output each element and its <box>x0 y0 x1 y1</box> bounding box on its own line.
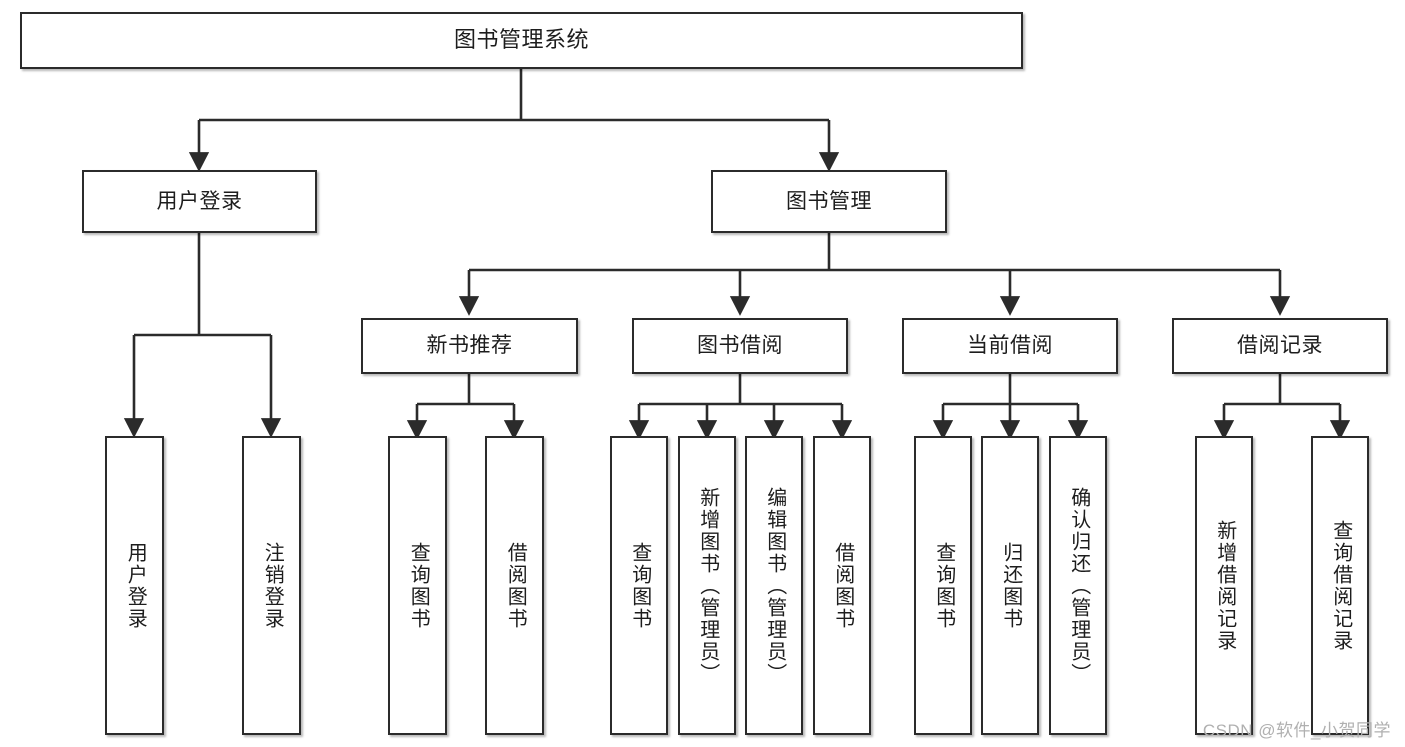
node-book-borrow[interactable]: 图书借阅 <box>632 318 848 374</box>
node-user-login[interactable]: 用户登录 <box>82 170 317 233</box>
leaf-user-login-signin[interactable]: 用户登录 <box>105 436 164 735</box>
leaf-current-borrow-confirm-return[interactable]: 确认归还（管理员） <box>1049 436 1107 735</box>
leaf-book-borrow-add-label: 新增图书（管理员） <box>696 486 719 685</box>
node-new-book-recommend[interactable]: 新书推荐 <box>361 318 578 374</box>
leaf-new-book-borrow-label: 借阅图书 <box>504 541 527 630</box>
leaf-current-borrow-return[interactable]: 归还图书 <box>981 436 1039 735</box>
node-user-login-label: 用户登录 <box>156 189 243 213</box>
node-borrow-record[interactable]: 借阅记录 <box>1172 318 1388 374</box>
leaf-new-book-query[interactable]: 查询图书 <box>388 436 447 735</box>
leaf-current-borrow-query-label: 查询图书 <box>932 541 955 630</box>
leaf-book-borrow-edit[interactable]: 编辑图书（管理员） <box>745 436 803 735</box>
leaf-current-borrow-return-label: 归还图书 <box>999 541 1022 630</box>
node-root-system-label: 图书管理系统 <box>453 27 589 53</box>
leaf-user-login-signout-label: 注销登录 <box>261 541 284 630</box>
leaf-user-login-signout[interactable]: 注销登录 <box>242 436 301 735</box>
leaf-book-borrow-query[interactable]: 查询图书 <box>610 436 668 735</box>
node-current-borrow-label: 当前借阅 <box>967 334 1053 358</box>
leaf-book-borrow-query-label: 查询图书 <box>628 541 651 630</box>
leaf-book-borrow-add[interactable]: 新增图书（管理员） <box>678 436 736 735</box>
leaf-borrow-record-add-label: 新增借阅记录 <box>1213 519 1236 652</box>
node-root-system[interactable]: 图书管理系统 <box>20 12 1023 69</box>
leaf-book-borrow-lend[interactable]: 借阅图书 <box>813 436 871 735</box>
node-book-management-label: 图书管理 <box>786 189 872 213</box>
node-book-borrow-label: 图书借阅 <box>697 334 783 358</box>
leaf-new-book-borrow[interactable]: 借阅图书 <box>485 436 544 735</box>
leaf-current-borrow-confirm-return-label: 确认归还（管理员） <box>1067 486 1090 685</box>
leaf-book-borrow-edit-label: 编辑图书（管理员） <box>763 486 786 685</box>
leaf-borrow-record-query-label: 查询借阅记录 <box>1329 519 1352 652</box>
leaf-new-book-query-label: 查询图书 <box>407 541 430 630</box>
leaf-borrow-record-query[interactable]: 查询借阅记录 <box>1311 436 1369 735</box>
node-current-borrow[interactable]: 当前借阅 <box>902 318 1118 374</box>
node-borrow-record-label: 借阅记录 <box>1237 334 1323 358</box>
node-book-management[interactable]: 图书管理 <box>711 170 947 233</box>
node-new-book-recommend-label: 新书推荐 <box>426 334 513 358</box>
leaf-user-login-signin-label: 用户登录 <box>124 541 147 630</box>
leaf-book-borrow-lend-label: 借阅图书 <box>831 541 854 630</box>
leaf-current-borrow-query[interactable]: 查询图书 <box>914 436 972 735</box>
leaf-borrow-record-add[interactable]: 新增借阅记录 <box>1195 436 1253 735</box>
